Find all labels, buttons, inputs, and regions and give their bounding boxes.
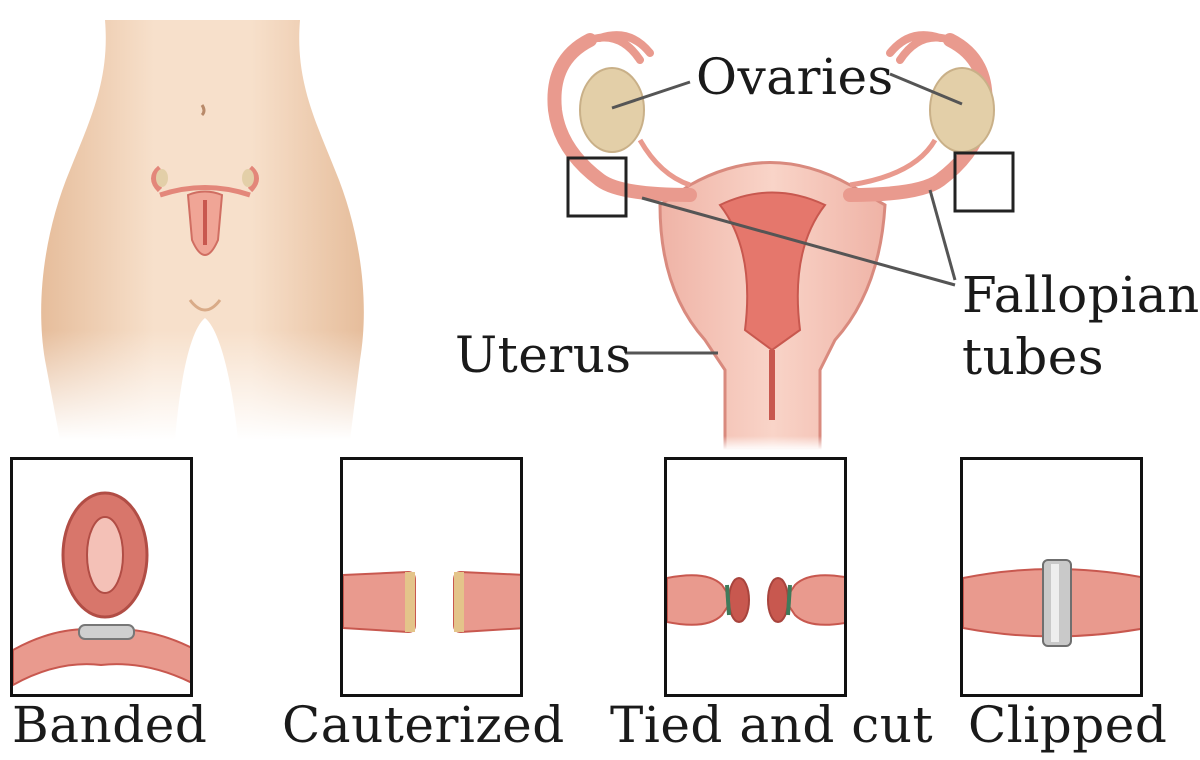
method-label-clipped: Clipped (968, 700, 1167, 750)
uterus-label: Uterus (455, 330, 632, 380)
left-ovary (580, 68, 644, 152)
method-label-cauterized: Cauterized (282, 700, 565, 750)
fallopian-tubes-label-line2: tubes (962, 332, 1104, 382)
tie-icon (667, 460, 847, 697)
fallopian-tubes-label-line1: Fallopian (962, 270, 1200, 320)
right-ovary (930, 68, 994, 152)
cauterize-icon (343, 460, 523, 697)
clip-icon (963, 460, 1143, 697)
ovaries-label: Ovaries (696, 52, 894, 102)
band-icon (13, 460, 193, 697)
method-label-banded: Banded (12, 700, 207, 750)
banded-panel (10, 457, 193, 697)
method-label-tied-and-cut: Tied and cut (610, 700, 933, 750)
cauterized-panel (340, 457, 523, 697)
tied-and-cut-panel (664, 457, 847, 697)
clipped-panel (960, 457, 1143, 697)
